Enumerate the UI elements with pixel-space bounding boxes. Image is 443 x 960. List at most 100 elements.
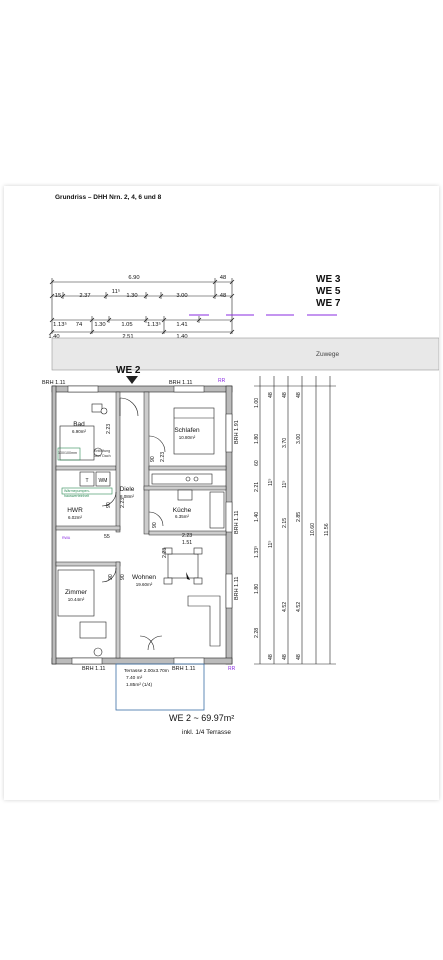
- dim-int-1: 2.23: [106, 424, 112, 434]
- brh-bottom-left: BRH 1.11: [82, 666, 105, 672]
- terrace-outline: [115, 663, 205, 711]
- label-entlueftung-1: Entlüftung: [94, 449, 110, 453]
- dim-r3-d: 2.15: [282, 518, 288, 528]
- room-area-wohnen: 19.60m²: [136, 582, 153, 587]
- green-marker-1: [57, 447, 81, 461]
- legend-unit-3: WE 7: [316, 298, 341, 309]
- dim-r2-d: 48: [268, 654, 274, 660]
- dim-int-11: 55: [104, 534, 110, 540]
- hwr-appliances: [79, 471, 111, 487]
- unit-total-note: inkl. 1/4 Terrasse: [182, 729, 231, 736]
- label-wm: WM: [99, 478, 108, 484]
- floor-plan-drawing: 6.90 48 15 2.37 11⁵ 1.30 3.00 48 1.13⁵ 7…: [42, 274, 439, 736]
- brh-right-3: BRH 1.11: [234, 577, 240, 600]
- dim-top-4c: 1.40: [176, 334, 187, 340]
- entrance-arrow: [126, 376, 138, 384]
- kitchen-units: [151, 473, 225, 529]
- room-bed-zimmer: [57, 569, 107, 657]
- dim-r1-f: 1.33⁵: [254, 546, 260, 558]
- room-name-wohnen: Wohnen: [132, 574, 156, 581]
- green-marker-2: [61, 487, 113, 495]
- dim-r1-h: 2.28: [254, 628, 260, 638]
- label-wp-1: Wärmepumpen-: [64, 489, 91, 493]
- dim-r1-c: 60: [254, 460, 260, 466]
- dim-int-10: 90: [108, 574, 114, 580]
- dim-top-1a: 6.90: [128, 275, 139, 281]
- dim-top-4a: 1.40: [48, 334, 59, 340]
- unit-title: WE 2: [116, 365, 141, 376]
- room-name-hwr: HWR: [67, 507, 83, 514]
- dim-r4-a: 48: [296, 392, 302, 398]
- room-area-zimmer: 10.44m²: [68, 597, 85, 602]
- terrace-area: 7.40 m²: [126, 675, 143, 681]
- dim-top-3e: 1.13⁵: [147, 321, 161, 328]
- street-label: Zuwege: [316, 351, 340, 358]
- dim-r4-b: 3.00: [296, 434, 302, 444]
- street-band: [51, 337, 439, 371]
- top-dimension-ticks: [49, 279, 235, 335]
- legend-unit-1: WE 3: [316, 274, 341, 285]
- dim-r4-c: 2.85: [296, 512, 302, 522]
- dim-int-6: 90: [152, 522, 158, 528]
- dim-top-2f: 48: [220, 293, 226, 299]
- room-name-diele: Diele: [120, 486, 135, 493]
- dim-r2-b: 11⁵: [268, 478, 274, 486]
- room-name-kueche: Küche: [173, 507, 192, 514]
- dim-int-5: 2.23: [120, 498, 126, 508]
- dim-r3-b: 3.70: [282, 438, 288, 448]
- unit-total-area: WE 2 ~ 69.97m²: [169, 713, 234, 723]
- dim-top-1b: 48: [220, 275, 226, 281]
- room-area-bad: 6.90m²: [72, 429, 87, 434]
- interior-walls: [55, 391, 227, 659]
- dim-r5-a: 10.60: [310, 523, 316, 536]
- label-rwa: RWA: [62, 536, 71, 540]
- plan-heading: Grundriss – DHH Nrn. 2, 4, 6 und 8: [55, 194, 162, 201]
- svg-text:RR: RR: [228, 666, 236, 672]
- brh-top-right: BRH 1.11: [169, 380, 192, 386]
- dim-int-8: 1.51: [182, 540, 192, 546]
- brh-top-left: BRH 1.11: [42, 380, 65, 386]
- dim-int-9: 2.23: [182, 533, 192, 539]
- dim-top-3f: 1.41: [176, 322, 187, 328]
- dim-top-3a: 1.13⁵: [53, 321, 67, 328]
- dim-top-2d: 1.30: [126, 293, 137, 299]
- dim-r1-a: 1.00: [254, 398, 260, 408]
- dim-int-2: 90: [150, 456, 156, 462]
- room-name-bad: Bad: [73, 421, 85, 428]
- room-area-diele: 8.08m²: [120, 494, 135, 499]
- legend-unit-2: WE 5: [316, 286, 341, 297]
- dim-top-4b: 2.51: [122, 334, 133, 340]
- dim-int-12: 90: [120, 574, 126, 580]
- room-name-schlafen: Schlafen: [174, 427, 200, 434]
- label-dn: 100/100mm: [58, 451, 77, 455]
- brh-right-2: BRH 1.11: [234, 511, 240, 534]
- bedroom-bed: [173, 407, 215, 455]
- brh-right-1: BRH 1.91: [234, 420, 240, 444]
- room-area-kueche: 6.35m²: [175, 514, 190, 519]
- right-dimension-lines: [254, 376, 336, 665]
- dim-int-7: 2.23: [162, 548, 168, 558]
- dim-r4-d: 4.52: [296, 602, 302, 612]
- dim-int-4: 90: [106, 502, 112, 508]
- cursor-mark: [186, 572, 190, 580]
- door-swings: [101, 397, 166, 651]
- dim-r1-g: 1.80: [254, 584, 260, 594]
- plan-sheet: Grundriss – DHH Nrn. 2, 4, 6 und 8: [4, 186, 439, 800]
- dim-r3-e: 4.52: [282, 602, 288, 612]
- dim-top-3c: 1.30: [94, 322, 105, 328]
- dim-r1-b: 1.80: [254, 434, 260, 444]
- room-name-zimmer: Zimmer: [65, 589, 88, 596]
- label-t: T: [85, 478, 88, 484]
- label-entlueftung-2: über Dach: [94, 454, 111, 458]
- living-furniture: [163, 547, 221, 647]
- dim-top-2e: 3.00: [176, 293, 187, 299]
- dim-r4-e: 48: [296, 654, 302, 660]
- dim-top-3d: 1.05: [121, 322, 132, 328]
- terrace-name: Terrasse 2.00x3.70m: [124, 668, 169, 674]
- dim-r3-a: 48: [282, 392, 288, 398]
- dim-r1-d: 2.21: [254, 482, 260, 492]
- room-area-schlafen: 10.80m²: [179, 435, 196, 440]
- dim-r3-f: 48: [282, 654, 288, 660]
- dim-r6-a: 11.56: [324, 523, 330, 536]
- dim-top-2c: 11⁵: [112, 288, 121, 295]
